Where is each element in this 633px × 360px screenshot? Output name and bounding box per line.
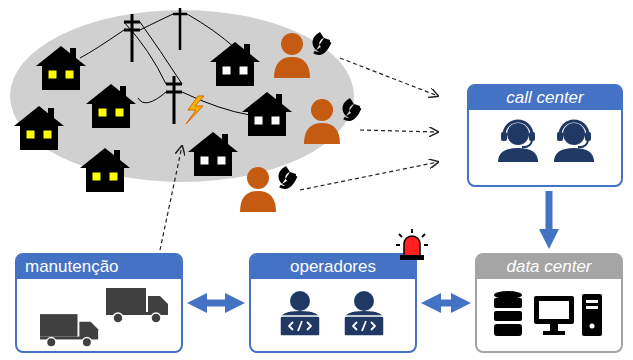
flow-arrow [441, 300, 451, 307]
box-title: manutenção [25, 257, 119, 276]
box-title: call center [506, 88, 583, 107]
title-bar: call center [469, 86, 621, 110]
titled-box: data center [475, 253, 623, 353]
title-bar: data center [477, 255, 621, 279]
houses [14, 42, 292, 192]
flow-arrow [546, 191, 553, 229]
fault-lightning [186, 96, 204, 124]
service-area [10, 10, 354, 182]
agent-icons [498, 121, 594, 162]
call-arrows [160, 58, 438, 250]
operator-icons [280, 291, 384, 336]
flow-arrow [207, 300, 225, 307]
box-title: data center [506, 257, 591, 276]
server-icons [494, 291, 602, 336]
titled-box: call center [467, 84, 623, 187]
box-title: operadores [290, 257, 376, 276]
title-bar: manutenção [17, 255, 181, 279]
truck-icons [40, 288, 168, 347]
title-bar: operadores [251, 255, 415, 279]
titled-box: operadores [249, 253, 417, 353]
alarm-light [395, 228, 429, 262]
titled-box: manutenção [15, 253, 183, 353]
